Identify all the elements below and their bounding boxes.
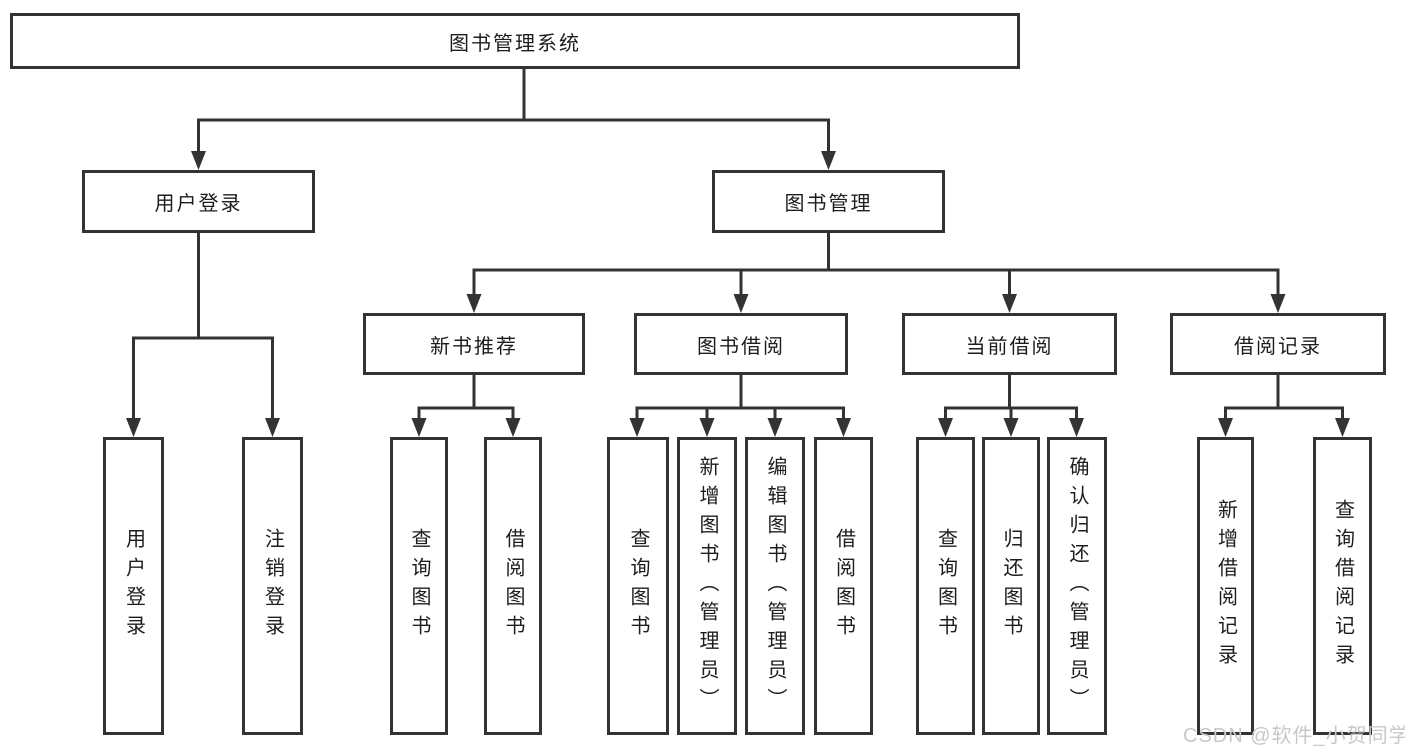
arrowhead [1335,418,1350,437]
node-current-borrowing: 当前借阅 [902,313,1117,375]
arrowhead [836,418,851,437]
node-bb-query-books: 查询图书 [607,437,669,735]
node-user-login-leaf-label: 用户登录 [122,528,145,644]
arrowhead [767,418,783,437]
node-book-borrowing: 图书借阅 [634,313,848,375]
watermark: CSDN @软件_小贺同学 [1183,725,1405,747]
arrowhead [629,418,645,437]
arrowhead [938,418,953,437]
node-user-login-leaf: 用户登录 [103,437,164,735]
node-br-query-record-label: 查询借阅记录 [1331,499,1354,673]
node-new-book-recommend: 新书推荐 [363,313,585,375]
node-book-management-label: 图书管理 [784,193,873,215]
node-bb-borrow-books-label: 借阅图书 [832,528,855,644]
node-root-label: 图书管理系统 [449,32,581,55]
node-br-add-record: 新增借阅记录 [1197,437,1254,735]
node-current-borrowing-label: 当前借阅 [965,335,1054,358]
node-user-login: 用户登录 [82,170,315,233]
node-bb-edit-books-admin: 编辑图书（管理员） [745,437,805,735]
node-bb-query-books-label: 查询图书 [627,528,649,644]
arrowhead [733,294,749,313]
node-cb-confirm-return-admin-label: 确认归还（管理员） [1066,455,1088,717]
node-cb-query-books-label: 查询图书 [934,528,957,644]
arrowhead [1069,418,1084,437]
node-cb-query-books: 查询图书 [916,437,975,735]
arrowhead [1270,294,1286,313]
arrowhead [265,418,280,437]
node-nr-borrow-books-label: 借阅图书 [502,528,524,644]
arrowhead [191,151,206,170]
node-br-query-record: 查询借阅记录 [1313,437,1372,735]
node-cb-confirm-return-admin: 确认归还（管理员） [1047,437,1107,735]
arrowhead [1218,418,1233,437]
node-br-add-record-label: 新增借阅记录 [1214,499,1237,673]
arrowhead [1003,418,1019,437]
arrowhead [821,151,836,170]
arrowhead [505,418,521,437]
node-borrowing-records-label: 借阅记录 [1234,335,1322,358]
node-bb-edit-books-admin-label: 编辑图书（管理员） [764,455,786,717]
node-bb-add-books-admin: 新增图书（管理员） [677,437,737,735]
node-new-book-recommend-label: 新书推荐 [430,335,518,358]
node-book-borrowing-label: 图书借阅 [697,335,785,358]
node-library-management-system: 图书管理系统 [10,13,1020,69]
node-nr-query-books: 查询图书 [390,437,448,735]
node-book-management: 图书管理 [712,170,945,233]
arrowhead [126,418,141,437]
arrowhead [411,418,427,437]
node-logout: 注销登录 [242,437,303,735]
node-cb-return-books: 归还图书 [982,437,1040,735]
node-borrowing-records: 借阅记录 [1170,313,1386,375]
node-bb-borrow-books: 借阅图书 [814,437,873,735]
node-cb-return-books-label: 归还图书 [1000,528,1022,644]
node-user-login-label: 用户登录 [154,193,243,215]
arrowhead [699,418,715,437]
node-nr-query-books-label: 查询图书 [408,528,430,644]
node-logout-label: 注销登录 [261,528,284,644]
arrowhead [466,294,482,313]
node-bb-add-books-admin-label: 新增图书（管理员） [696,455,718,717]
node-nr-borrow-books: 借阅图书 [484,437,542,735]
arrowhead [1002,294,1017,313]
